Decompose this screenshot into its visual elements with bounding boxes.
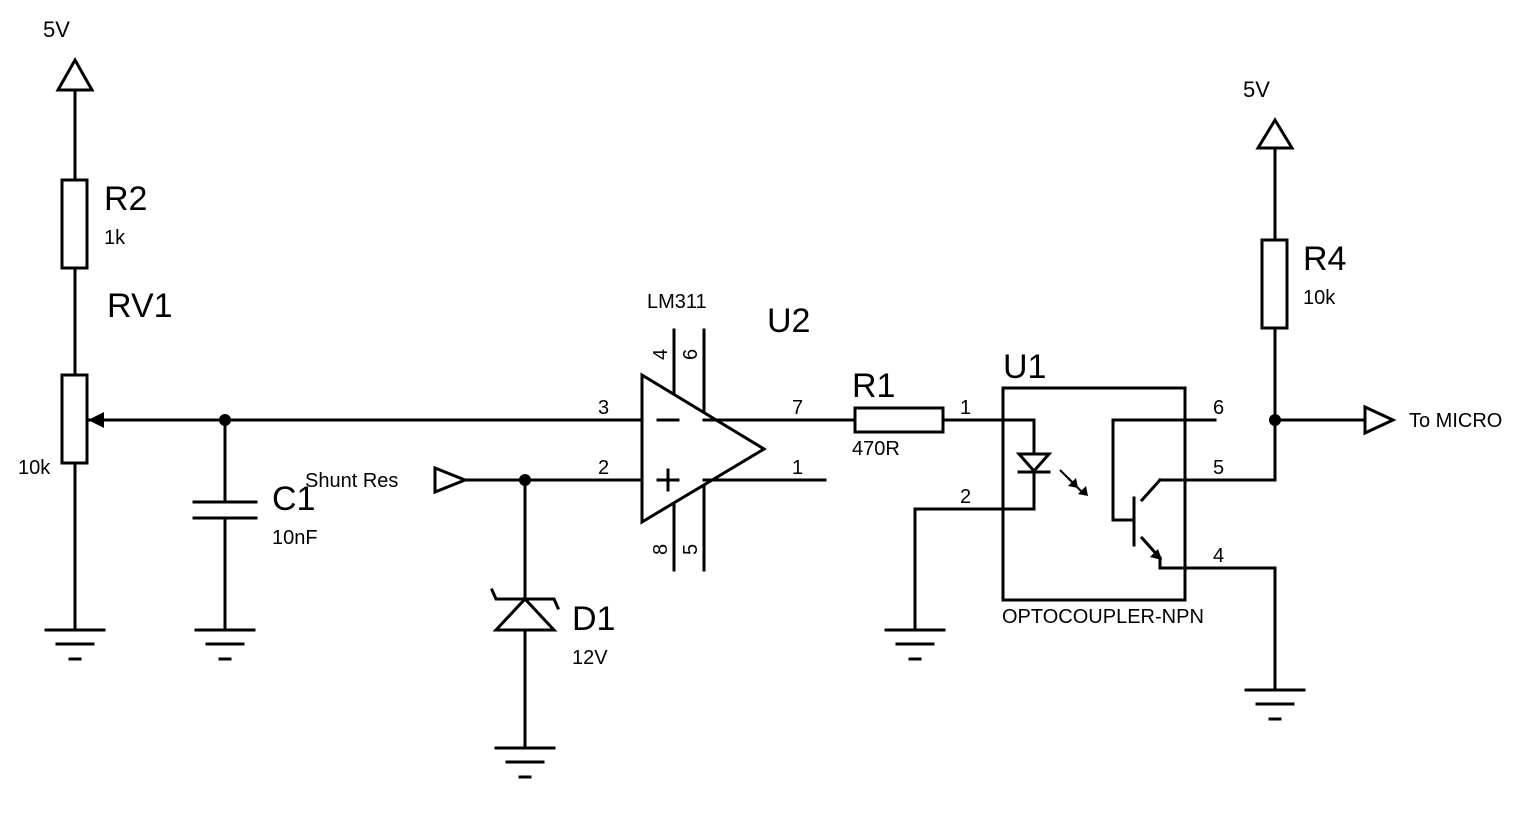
- u2-pin-1: 1: [792, 457, 803, 479]
- u2-pin-8: 8: [650, 544, 672, 555]
- u1-pin-5: 5: [1213, 457, 1224, 479]
- u2-pin-4: 4: [650, 349, 672, 360]
- resistor-r1: [853, 406, 1036, 434]
- u1-pin-6: 6: [1213, 397, 1224, 419]
- ground-symbol-led: [884, 628, 946, 661]
- potentiometer-rv1: [60, 373, 642, 632]
- u1-part: OPTOCOUPLER-NPN: [1002, 606, 1204, 628]
- u2-pin-3: 3: [598, 397, 609, 419]
- u1-pin-4: 4: [1213, 545, 1224, 567]
- u2-pin-2: 2: [598, 457, 609, 479]
- c1-ref: C1: [272, 480, 315, 518]
- u2-pin-6: 6: [680, 349, 702, 360]
- u2-pin-7: 7: [792, 397, 803, 419]
- supply-label-left: 5V: [43, 17, 70, 42]
- d1-value: 12V: [572, 647, 608, 669]
- resistor-r2: [60, 178, 89, 377]
- r4-ref: R4: [1303, 240, 1346, 278]
- power-symbol-5v-left: [55, 56, 95, 182]
- output-port-micro: [1273, 404, 1397, 436]
- optocoupler-u1: [913, 386, 1277, 632]
- u1-ref: U1: [1003, 348, 1046, 386]
- r1-pin-1: 1: [960, 397, 971, 419]
- u2-ref: U2: [767, 302, 810, 340]
- output-port-label: To MICRO: [1409, 410, 1502, 432]
- r1-value: 470R: [852, 438, 900, 460]
- capacitor-c1: [192, 418, 258, 632]
- r2-ref: R2: [104, 180, 147, 218]
- power-symbol-5v-right: [1255, 117, 1295, 242]
- ground-symbol-emitter: [1244, 566, 1306, 721]
- zener-diode-d1: [490, 478, 560, 750]
- u2-part: LM311: [647, 291, 707, 313]
- ground-symbol-d1: [494, 746, 556, 779]
- r1-ref: R1: [852, 367, 895, 405]
- rv1-ref: RV1: [107, 287, 173, 325]
- ground-symbol-c1: [194, 628, 256, 661]
- u1-pin-2: 2: [960, 486, 971, 508]
- r2-value: 1k: [104, 227, 126, 249]
- resistor-r4: [1260, 238, 1289, 482]
- input-port-shunt: [433, 465, 642, 495]
- r4-value: 10k: [1303, 287, 1336, 309]
- input-port-label: Shunt Res: [305, 470, 398, 492]
- rv1-value: 10k: [18, 457, 51, 479]
- c1-value: 10nF: [272, 527, 318, 549]
- comparator-u2: [640, 328, 857, 572]
- supply-label-right: 5V: [1243, 77, 1270, 102]
- ground-symbol-rv1: [44, 628, 106, 661]
- d1-ref: D1: [572, 600, 615, 638]
- u2-pin-5: 5: [680, 544, 702, 555]
